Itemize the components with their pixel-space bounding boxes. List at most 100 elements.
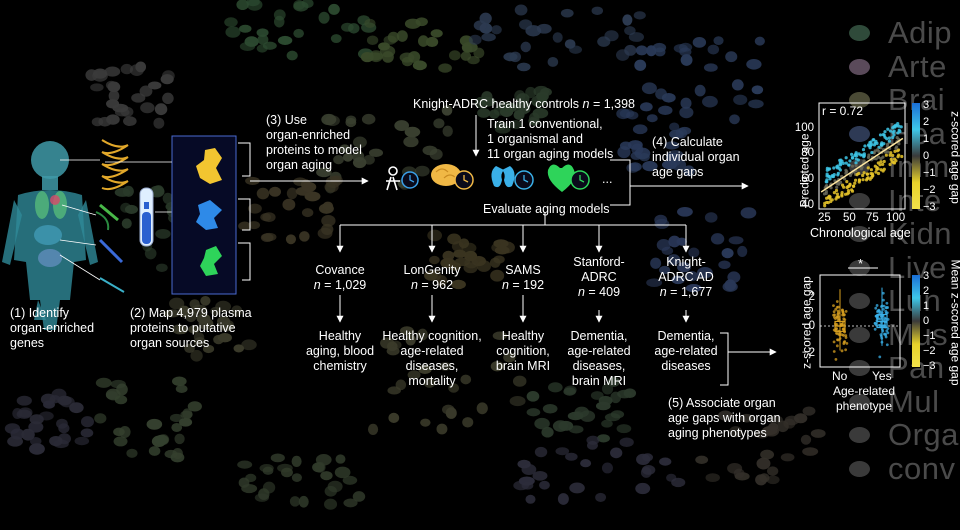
heart-clock-icon (547, 164, 590, 192)
background-dot (231, 305, 243, 317)
background-dot (328, 3, 340, 15)
background-dot (92, 70, 108, 82)
background-dot (172, 447, 183, 460)
scatter-point (850, 164, 855, 168)
scatter-point (878, 133, 883, 137)
background-dot (185, 310, 197, 323)
colorbar-tick: 3 (923, 99, 930, 111)
background-dot (733, 468, 745, 479)
scatter-point (876, 148, 880, 152)
background-dot (617, 146, 631, 159)
scatter-point (888, 162, 892, 167)
scatter-point (826, 201, 830, 205)
scatter-point (886, 150, 890, 154)
scatter-point (835, 166, 840, 170)
background-dot (69, 402, 84, 414)
scatter-point (825, 196, 829, 200)
background-dot (489, 257, 501, 268)
background-dot (256, 28, 269, 37)
background-dot (190, 349, 203, 362)
background-dot (343, 498, 358, 508)
background-dot (414, 165, 430, 177)
background-dot (247, 203, 262, 214)
scatter-point (865, 176, 869, 181)
background-dot (567, 411, 584, 421)
background-dot (642, 161, 658, 172)
background-dot (237, 460, 253, 469)
box-point (835, 300, 839, 303)
background-dot (418, 35, 429, 47)
background-dot (330, 34, 342, 44)
background-dot (590, 391, 604, 400)
scatter-point (844, 161, 848, 165)
background-dot (516, 62, 531, 72)
background-dot (318, 11, 330, 24)
background-dot (569, 482, 585, 494)
background-dot (172, 324, 187, 335)
background-dot (366, 35, 379, 46)
colorbar-tick: −3 (923, 360, 936, 372)
scatter-point (848, 183, 852, 187)
box-point (834, 358, 838, 361)
scatter-point (895, 136, 899, 140)
background-dot (124, 204, 139, 214)
box-point (885, 301, 889, 305)
background-dot (342, 152, 353, 162)
background-dot (604, 30, 619, 42)
scatter-point (857, 180, 861, 184)
colorbar-tick: −1 (923, 167, 936, 179)
background-dot (257, 34, 269, 45)
scatter-point (876, 161, 880, 165)
background-dot (286, 50, 298, 61)
background-dot (364, 18, 376, 29)
background-dot (321, 214, 336, 227)
background-dot (756, 457, 771, 470)
background-dot (259, 464, 274, 473)
background-dot (388, 412, 400, 424)
background-dot (299, 231, 310, 242)
box-point (842, 317, 846, 321)
background-dot (140, 102, 155, 114)
colorbar-tick: 0 (923, 150, 930, 162)
background-dot (98, 116, 112, 127)
legend-dot (849, 393, 870, 410)
background-dot (164, 309, 181, 318)
scatter-point (862, 155, 866, 159)
background-dot (425, 36, 439, 48)
protein-panel (171, 135, 237, 295)
background-dot (654, 218, 670, 229)
background-dot (153, 117, 165, 129)
scatter-point (897, 153, 901, 157)
scatter-point (869, 168, 873, 172)
legend-dot (849, 293, 870, 309)
background-dot (525, 494, 536, 504)
scatter-point (824, 184, 828, 188)
background-dot (473, 20, 487, 31)
background-dot (671, 477, 686, 488)
box-colorbar (912, 275, 920, 367)
background-dot (131, 93, 146, 103)
background-dot (58, 423, 70, 434)
scatter-point (867, 153, 871, 157)
box-point (873, 327, 877, 331)
background-dot (552, 32, 563, 43)
background-dot (462, 44, 473, 53)
background-dot (652, 42, 667, 53)
background-dot (387, 31, 400, 43)
background-dot (407, 370, 421, 380)
background-dot (760, 449, 775, 460)
scatter-plot (818, 102, 920, 210)
background-dot (80, 428, 94, 438)
background-dot (694, 84, 706, 97)
background-dot (420, 418, 431, 427)
scatter-point (875, 167, 879, 171)
background-dot (671, 275, 685, 285)
background-dot (172, 376, 187, 387)
scatter-point (855, 173, 859, 177)
colorbar-tick: 2 (923, 116, 930, 128)
background-dot (646, 278, 663, 288)
legend-dot (849, 25, 870, 41)
background-dot (640, 466, 652, 478)
box-xtick-no: No (832, 369, 848, 383)
